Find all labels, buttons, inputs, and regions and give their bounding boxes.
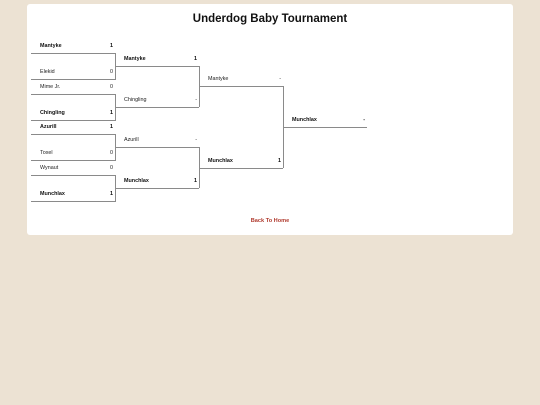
team-score: 1 [194,56,197,62]
r3-slot-1: Mantyke - [199,74,283,87]
team-name: Elekid [40,69,55,75]
back-to-home-link[interactable]: Back To Home [250,218,290,224]
team-score: 0 [110,150,113,156]
team-score: 0 [110,84,113,90]
r2-slot-2: Chingling - [115,95,199,108]
r1-slot-2: Elekid 0 [31,67,115,80]
team-score: 0 [110,69,113,75]
team-score: 1 [110,191,113,197]
r1-slot-7: Wynaut 0 [31,163,115,176]
r1-slot-6: Toxel 0 [31,148,115,161]
r2-slot-3: Azurill - [115,135,199,148]
team-name: Toxel [40,150,53,156]
team-name: Azurill [124,137,139,143]
r1-slot-4: Chingling 1 [31,108,115,121]
team-name: Chingling [124,97,147,103]
team-name: Munchlax [208,158,233,164]
team-name: Chingling [40,110,65,116]
team-score: 1 [110,110,113,116]
r1-slot-3: Mime Jr. 0 [31,82,115,95]
team-name: Mantyke [124,56,146,62]
r1-slot-8: Munchlax 1 [31,189,115,202]
r3-slot-2: Munchlax 1 [199,156,283,169]
team-score: - [195,97,197,103]
team-score: - [195,137,197,143]
bracket-card: Underdog Baby Tournament Mantyke 1 Eleki… [27,4,513,235]
final-slot: Munchlax - [283,115,367,128]
team-score: 0 [110,165,113,171]
team-name: Azurill [40,124,57,130]
champion-name: Munchlax [292,117,317,123]
team-name: Munchlax [40,191,65,197]
team-score: - [279,76,281,82]
team-name: Mantyke [40,43,62,49]
r2-slot-4: Munchlax 1 [115,176,199,189]
team-name: Mantyke [208,76,229,82]
page-title: Underdog Baby Tournament [192,13,348,25]
r1-slot-1: Mantyke 1 [31,41,115,54]
team-score: 1 [194,178,197,184]
connector [199,147,200,188]
team-name: Mime Jr. [40,84,61,90]
champion-score: - [363,117,365,123]
team-score: 1 [278,158,281,164]
r2-slot-1: Mantyke 1 [115,54,199,67]
team-name: Wynaut [40,165,59,171]
team-score: 1 [110,43,113,49]
team-name: Munchlax [124,178,149,184]
r1-slot-5: Azurill 1 [31,122,115,135]
team-score: 1 [110,124,113,130]
